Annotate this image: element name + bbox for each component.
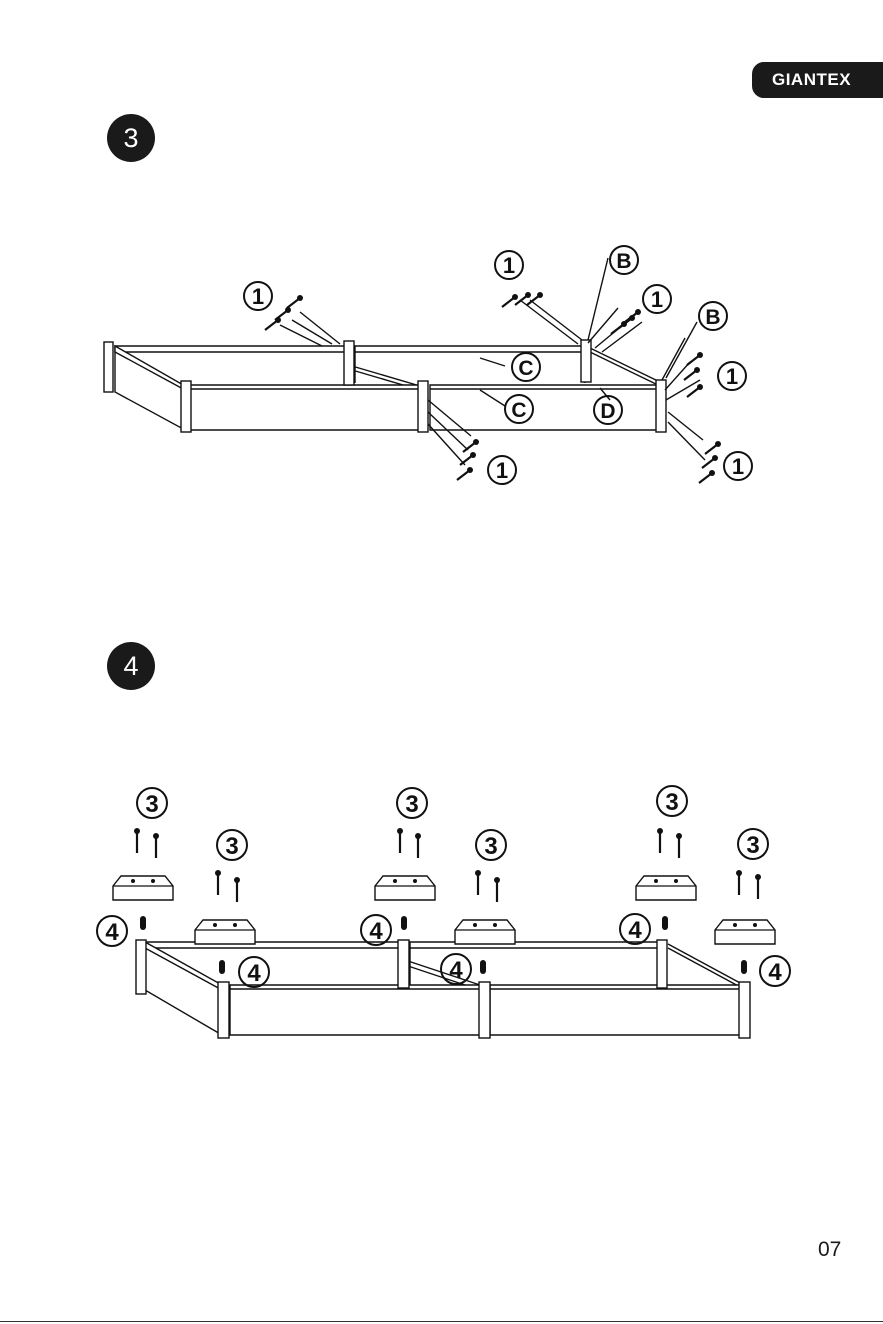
step-4-diagram: 3 3 3 3 3 3 4 4 4 4 4 4 (0, 780, 883, 1080)
callout-4-label: 4 (247, 960, 261, 987)
callout-4-label: 4 (628, 917, 642, 944)
callout-3-label: 3 (746, 832, 759, 859)
callout-4-label: 4 (369, 918, 383, 945)
callout-3-label: 3 (405, 791, 418, 818)
callout-1-label: 1 (252, 284, 264, 309)
callout-3-label: 3 (484, 833, 497, 860)
callout-3-label: 3 (665, 789, 678, 816)
step-3-callouts: 1 1 1 1 1 1 B B C C D (244, 246, 752, 484)
bottom-rule (0, 1321, 883, 1322)
page-number: 07 (818, 1238, 841, 1262)
giantex-logo: GIANTEX (752, 62, 883, 98)
step-4-badge: 4 (107, 642, 155, 690)
callout-1-label: 1 (726, 364, 738, 389)
callout-c-label: C (518, 357, 533, 380)
callout-3-label: 3 (225, 833, 238, 860)
step-3-diagram: 1 1 1 1 1 1 B B C C D (0, 240, 883, 540)
callout-3-label: 3 (145, 791, 158, 818)
callout-1-label: 1 (732, 454, 744, 479)
callout-1-label: 1 (496, 458, 508, 483)
callout-4-label: 4 (768, 959, 782, 986)
callout-4-label: 4 (105, 919, 119, 946)
callout-1-label: 1 (651, 287, 663, 312)
step-3-badge: 3 (107, 114, 155, 162)
callout-d-label: D (600, 400, 615, 423)
callout-c-label: C (511, 399, 526, 422)
callout-b-label: B (616, 250, 631, 273)
callout-b-label: B (705, 306, 720, 329)
callout-4-label: 4 (449, 957, 463, 984)
callout-1-label: 1 (503, 253, 515, 278)
